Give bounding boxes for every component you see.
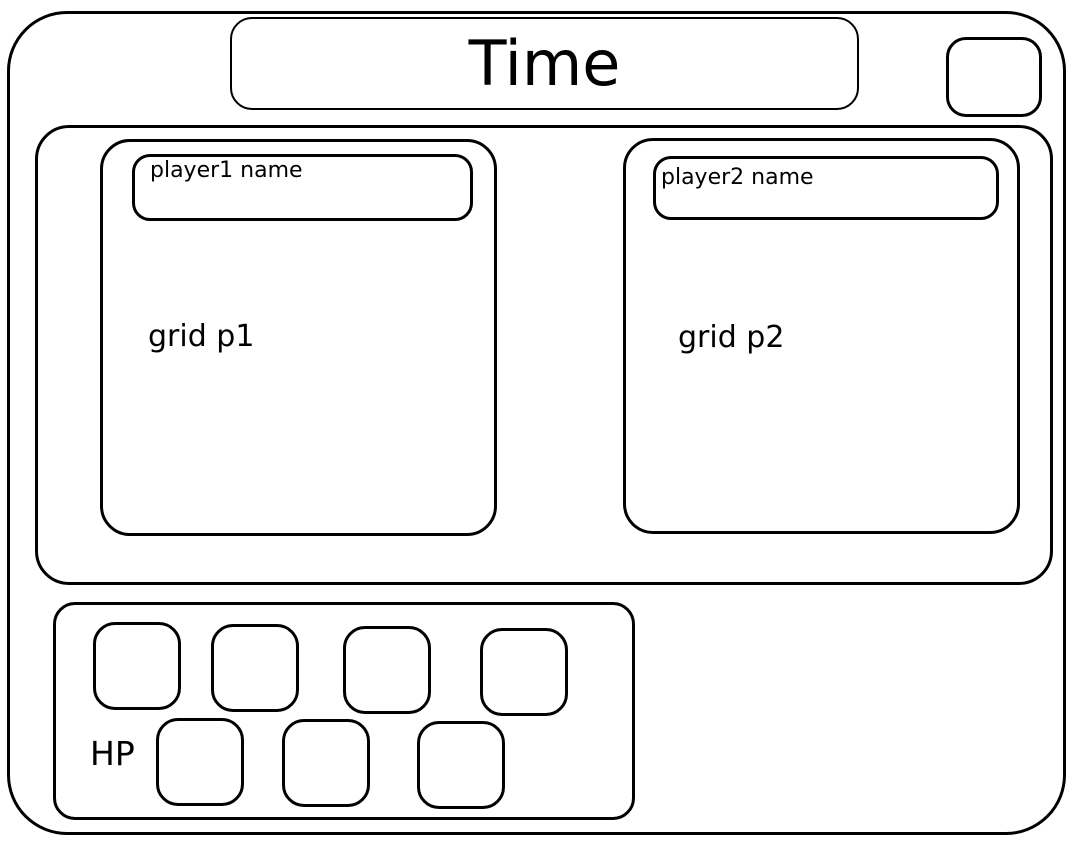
player2-name-label: player2 name (661, 165, 814, 190)
player1-name-field (132, 154, 473, 221)
hp-slot[interactable] (282, 719, 370, 807)
hp-label: HP (90, 734, 135, 773)
hp-slot[interactable] (417, 721, 505, 809)
hp-slot[interactable] (93, 622, 181, 710)
hp-slot[interactable] (211, 624, 299, 712)
player1-grid-label: grid p1 (148, 319, 255, 354)
player2-name-field (653, 156, 999, 220)
player2-grid-label: grid p2 (678, 320, 785, 355)
corner-button[interactable] (946, 37, 1042, 117)
player1-card: player1 name grid p1 (100, 139, 497, 536)
hp-slot[interactable] (156, 718, 244, 806)
time-label: Time (468, 27, 621, 100)
hp-slot[interactable] (480, 628, 568, 716)
player2-card: player2 name grid p2 (623, 138, 1020, 534)
time-display: Time (230, 17, 859, 110)
player1-name-label: player1 name (150, 158, 303, 183)
hp-slot[interactable] (343, 626, 431, 714)
